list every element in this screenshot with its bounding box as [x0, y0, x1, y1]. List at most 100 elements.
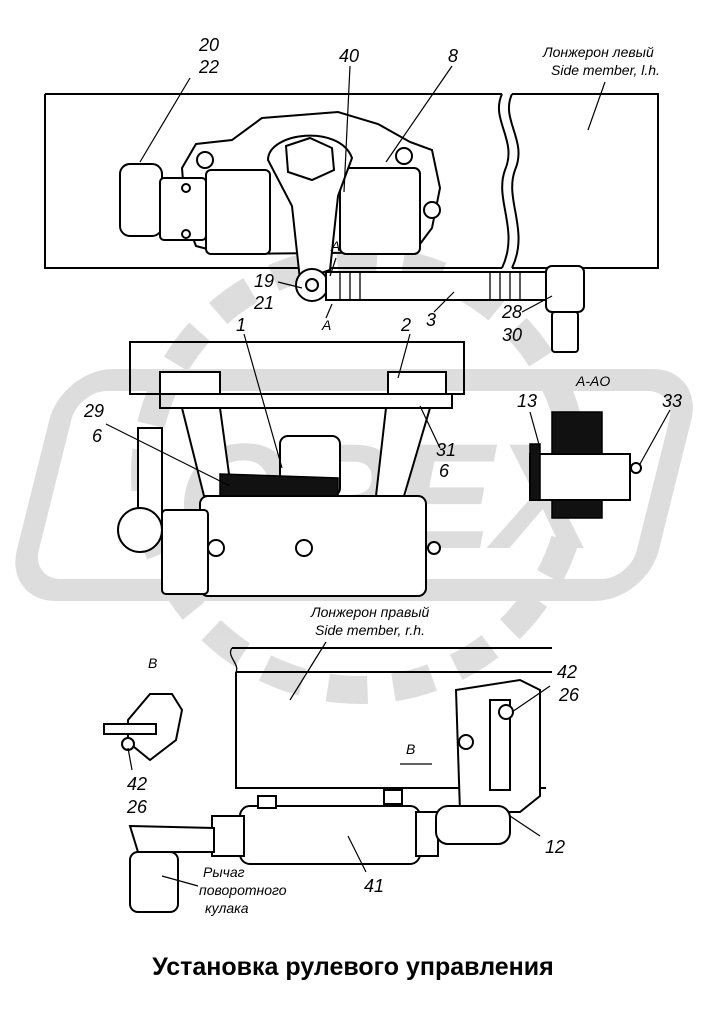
callout-13: 13 — [517, 391, 537, 411]
callout-21: 21 — [253, 293, 274, 313]
callout-42-right: 42 — [557, 662, 577, 682]
bracket-hole-lower — [458, 734, 474, 750]
lever-label-line2: поворотного — [199, 882, 287, 898]
reinforcement-plate-29 — [219, 473, 339, 497]
leader-29-6 — [105, 423, 231, 487]
leader-31-6 — [419, 405, 441, 449]
rod-end-left — [128, 824, 215, 853]
cylinder-head-right — [415, 811, 439, 857]
section-nut-top — [551, 411, 603, 455]
section-stud — [529, 453, 631, 501]
leader-3 — [433, 291, 455, 313]
leader-side-member-right — [289, 641, 327, 701]
bottom-view-power-cylinder: В В — [103, 647, 552, 913]
sector-shaft-hex — [284, 136, 336, 182]
callout-20: 20 — [198, 35, 219, 55]
left-side-member-end — [512, 93, 659, 269]
callout-29: 29 — [83, 401, 104, 421]
tie-rod-end-28 — [545, 265, 585, 313]
callout-1: 1 — [236, 315, 246, 335]
view-b-arrow-label: В — [406, 741, 415, 757]
diagram-title: Установка рулевого управления — [152, 953, 553, 981]
tie-rod-end-stud-30 — [551, 311, 579, 353]
callout-41: 41 — [364, 876, 384, 896]
leader-42-26-left — [127, 747, 133, 771]
leader-40 — [343, 65, 351, 193]
side-bolt-3 — [427, 541, 441, 555]
middle-view-bracket — [117, 341, 642, 597]
side-member-left-ru: Лонжерон левый — [542, 44, 654, 60]
bracket-bolt-right — [387, 371, 447, 395]
top-view-steering-gear: A A — [44, 93, 659, 353]
bracket-bolt-left — [159, 371, 221, 395]
bracket-rib — [489, 699, 511, 791]
side-member-labels: Лонжерон левый Side member, l.h. Лонжеро… — [199, 44, 660, 916]
mount-bolt-1 — [196, 151, 214, 169]
side-member-right-ru: Лонжерон правый — [310, 604, 430, 620]
lever-label-line3: кулака — [205, 900, 249, 916]
flange-bolt-b — [181, 229, 191, 239]
bracket-hole-42 — [498, 704, 514, 720]
leader-42-26-right — [511, 685, 551, 713]
view-a-top-mark: A — [330, 238, 340, 254]
flange-bolt-a — [181, 183, 191, 193]
view-b-label: В — [148, 655, 157, 671]
leader-19-21 — [277, 281, 303, 289]
mount-bolt-3 — [423, 201, 441, 219]
callout-22: 22 — [198, 57, 219, 77]
leader-1 — [243, 333, 283, 469]
bracket-plate — [159, 393, 453, 409]
right-side-member-bottom — [232, 647, 552, 789]
callout-28: 28 — [501, 302, 522, 322]
side-bolt-2 — [295, 539, 313, 557]
section-a-a-detail — [529, 411, 642, 519]
side-ball-socket — [117, 507, 163, 553]
callout-31: 31 — [436, 440, 456, 460]
bottom-break-line — [229, 647, 238, 673]
leader-12 — [509, 815, 541, 837]
leader-41 — [347, 835, 367, 873]
callout-33: 33 — [662, 391, 682, 411]
callout-42-left: 42 — [127, 774, 147, 794]
section-washer-13 — [529, 443, 541, 501]
cylinder-port-left — [257, 795, 277, 809]
section-nut-bottom — [551, 499, 603, 519]
side-bolt-1 — [207, 539, 225, 557]
callout-26-left: 26 — [126, 797, 148, 817]
callout-40: 40 — [339, 46, 359, 66]
gear-body-right — [339, 167, 421, 255]
callout-19: 19 — [254, 271, 274, 291]
leader-20-22 — [139, 77, 191, 163]
drag-link-3 — [325, 271, 549, 301]
side-flange — [161, 509, 209, 595]
mount-bolt-2 — [395, 147, 413, 165]
callout-2: 2 — [400, 315, 411, 335]
right-side-member-top — [129, 341, 465, 395]
leader-2 — [397, 333, 411, 379]
view-b-bolt — [103, 723, 157, 735]
leader-side-member-left — [587, 81, 606, 131]
callout-30: 30 — [502, 325, 522, 345]
power-cylinder-41 — [239, 805, 421, 865]
leader-8 — [385, 65, 453, 163]
callout-8: 8 — [448, 46, 458, 66]
side-member-right-en: Side member, r.h. — [315, 622, 425, 638]
leader-lines — [105, 65, 671, 887]
knuckle-ball-joint — [129, 851, 179, 913]
callout-26-right: 26 — [558, 685, 580, 705]
side-member-left-en: Side member, l.h. — [551, 62, 660, 78]
callout-6-left: 6 — [92, 426, 103, 446]
leader-28-30 — [521, 295, 553, 313]
leader-13 — [529, 411, 541, 449]
section-cotter-33 — [630, 462, 642, 474]
view-a-arrow — [325, 257, 337, 319]
callout-3: 3 — [426, 310, 436, 330]
left-side-member — [44, 93, 502, 269]
cylinder-head-left — [211, 815, 245, 857]
callout-numbers: 20 22 40 8 19 21 3 28 30 1 2 29 6 31 6 1… — [83, 35, 682, 896]
lever-label-line1: Рычаг — [203, 864, 245, 880]
section-aa-label: A-AO — [575, 373, 610, 389]
rod-end-right-12 — [435, 805, 511, 845]
ball-joint-pin — [305, 278, 319, 292]
